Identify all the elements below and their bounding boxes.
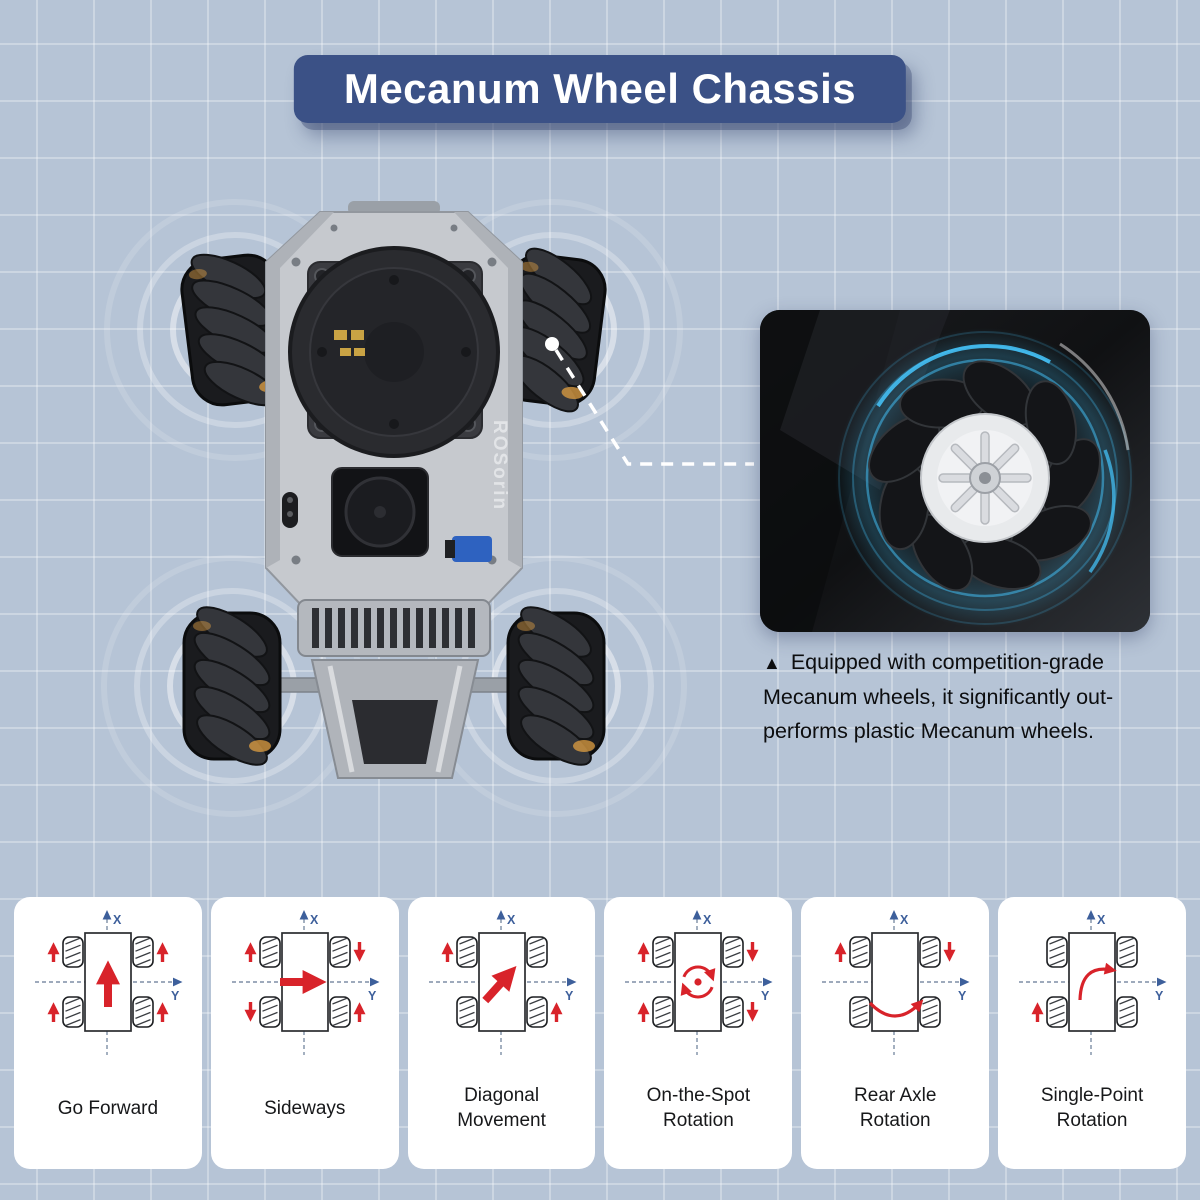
movement-card-label: Diagonal Movement: [457, 1085, 546, 1131]
diagram-wheel-rear_right: [722, 996, 745, 1028]
movement-diagram: XY: [625, 910, 773, 1055]
y-axis-arrowhead: [1157, 977, 1167, 987]
y-axis-label: Y: [565, 989, 574, 1003]
callout-dashed-line: [554, 349, 754, 466]
triangle-bullet-icon: ▲: [763, 653, 781, 673]
movement-card-label: Rear Axle Rotation: [854, 1085, 937, 1131]
callout-dot: [545, 337, 559, 351]
diagram-wheel-front_right: [722, 936, 745, 968]
y-axis-arrowhead: [566, 977, 577, 987]
diagram-wheel-rear_left: [62, 996, 84, 1028]
x-axis-arrowhead: [299, 910, 309, 920]
diagram-wheel-rear_right: [525, 996, 548, 1028]
diagram-wheel-front_right: [1116, 936, 1138, 968]
diagram-wheel-front_left: [62, 936, 84, 968]
rear-right-wheel: [506, 596, 606, 776]
x-axis-arrowhead: [1086, 910, 1096, 920]
movement-card-label: Single-Point Rotation: [1040, 1085, 1144, 1131]
x-axis-label: X: [113, 913, 122, 927]
movement-card-label: Go Forward: [57, 1097, 159, 1119]
movement-diagram: XY: [428, 910, 577, 1055]
gold-contacts: [334, 330, 365, 356]
movement-card-label: Sideways: [264, 1097, 346, 1119]
diagram-wheel-front_right: [328, 936, 351, 968]
servo-module: [452, 536, 492, 562]
diagram-wheel-front_left: [258, 936, 281, 968]
title-banner: Mecanum Wheel Chassis: [293, 55, 907, 123]
rotation-arc-bottom: [681, 982, 714, 999]
diagram-wheel-rear_left: [258, 996, 281, 1028]
chassis-body: ROSorin: [265, 201, 523, 779]
diagram-wheel-rear_right: [1116, 996, 1138, 1028]
x-axis-arrowhead: [692, 910, 702, 920]
x-axis-arrowhead: [102, 910, 112, 920]
x-axis-label: X: [310, 913, 319, 927]
diagram-wheel-front_right: [132, 936, 154, 968]
y-axis-arrowhead: [763, 977, 773, 987]
diagram-wheel-front_left: [652, 936, 675, 968]
chassis-brand-label: ROSorin: [489, 420, 510, 511]
y-axis-label: Y: [761, 989, 770, 1003]
center-motion-arrow: [481, 965, 517, 1004]
diagram-wheel-front_left: [1046, 936, 1068, 968]
x-axis-label: X: [507, 913, 516, 927]
x-axis-arrowhead: [496, 910, 505, 920]
movement-card-label: On-the-Spot Rotation: [646, 1085, 751, 1131]
pivot-arc: [869, 999, 924, 1018]
y-axis-arrowhead: [172, 977, 183, 987]
y-axis-label: Y: [368, 989, 377, 1003]
rotation-center-dot: [694, 978, 702, 986]
y-axis-label: Y: [958, 989, 967, 1003]
diagram-wheel-front_left: [455, 936, 478, 968]
x-axis-label: X: [703, 913, 712, 927]
movement-diagram: XY: [1019, 910, 1167, 1055]
diagram-wheel-front_right: [525, 936, 548, 968]
closeup-mecanum-wheel: [868, 360, 1101, 592]
chassis-top-view-photo: ROSorin: [101, 199, 754, 817]
diagram-wheel-rear_left: [652, 996, 675, 1028]
y-axis-label: Y: [171, 989, 180, 1003]
diagram-body: [1068, 932, 1116, 1032]
wheel-closeup-photo: [760, 310, 1150, 632]
blue-glow-rings: [838, 331, 1132, 625]
callout-line-1: Equipped with competition-grade: [790, 650, 1104, 674]
diagram-wheel-rear_left: [1046, 996, 1068, 1028]
page-title: Mecanum Wheel Chassis: [343, 65, 857, 112]
x-axis-label: X: [900, 913, 909, 927]
callout-line-2: Mecanum wheels, it significantly out-: [763, 685, 1114, 709]
movement-diagram: XY: [231, 910, 380, 1055]
diagram-wheel-front_right: [919, 936, 942, 968]
y-axis-arrowhead: [369, 977, 380, 987]
wheel-closeup-inset: [760, 310, 1150, 632]
diagram-wheel-front_left: [849, 936, 872, 968]
movement-diagram: XY: [34, 910, 183, 1055]
callout-line-3: performs plastic Mecanum wheels.: [763, 719, 1094, 743]
diagram-wheel-rear_left: [849, 996, 872, 1028]
x-axis-label: X: [1097, 913, 1106, 927]
wheel-description: ▲ Equipped with competition-grade Mecanum…: [763, 645, 1183, 748]
rear-left-wheel: [182, 596, 282, 776]
rotation-arc-top: [682, 965, 716, 982]
diagram-wheel-rear_left: [455, 996, 478, 1028]
y-axis-label: Y: [1155, 989, 1164, 1003]
diagram-wheel-rear_right: [132, 996, 154, 1028]
x-axis-arrowhead: [889, 910, 899, 920]
pivot-arc: [1078, 962, 1117, 1001]
movement-diagram: XY: [822, 910, 970, 1055]
diagram-wheel-rear_right: [328, 996, 351, 1028]
y-axis-arrowhead: [960, 977, 970, 987]
